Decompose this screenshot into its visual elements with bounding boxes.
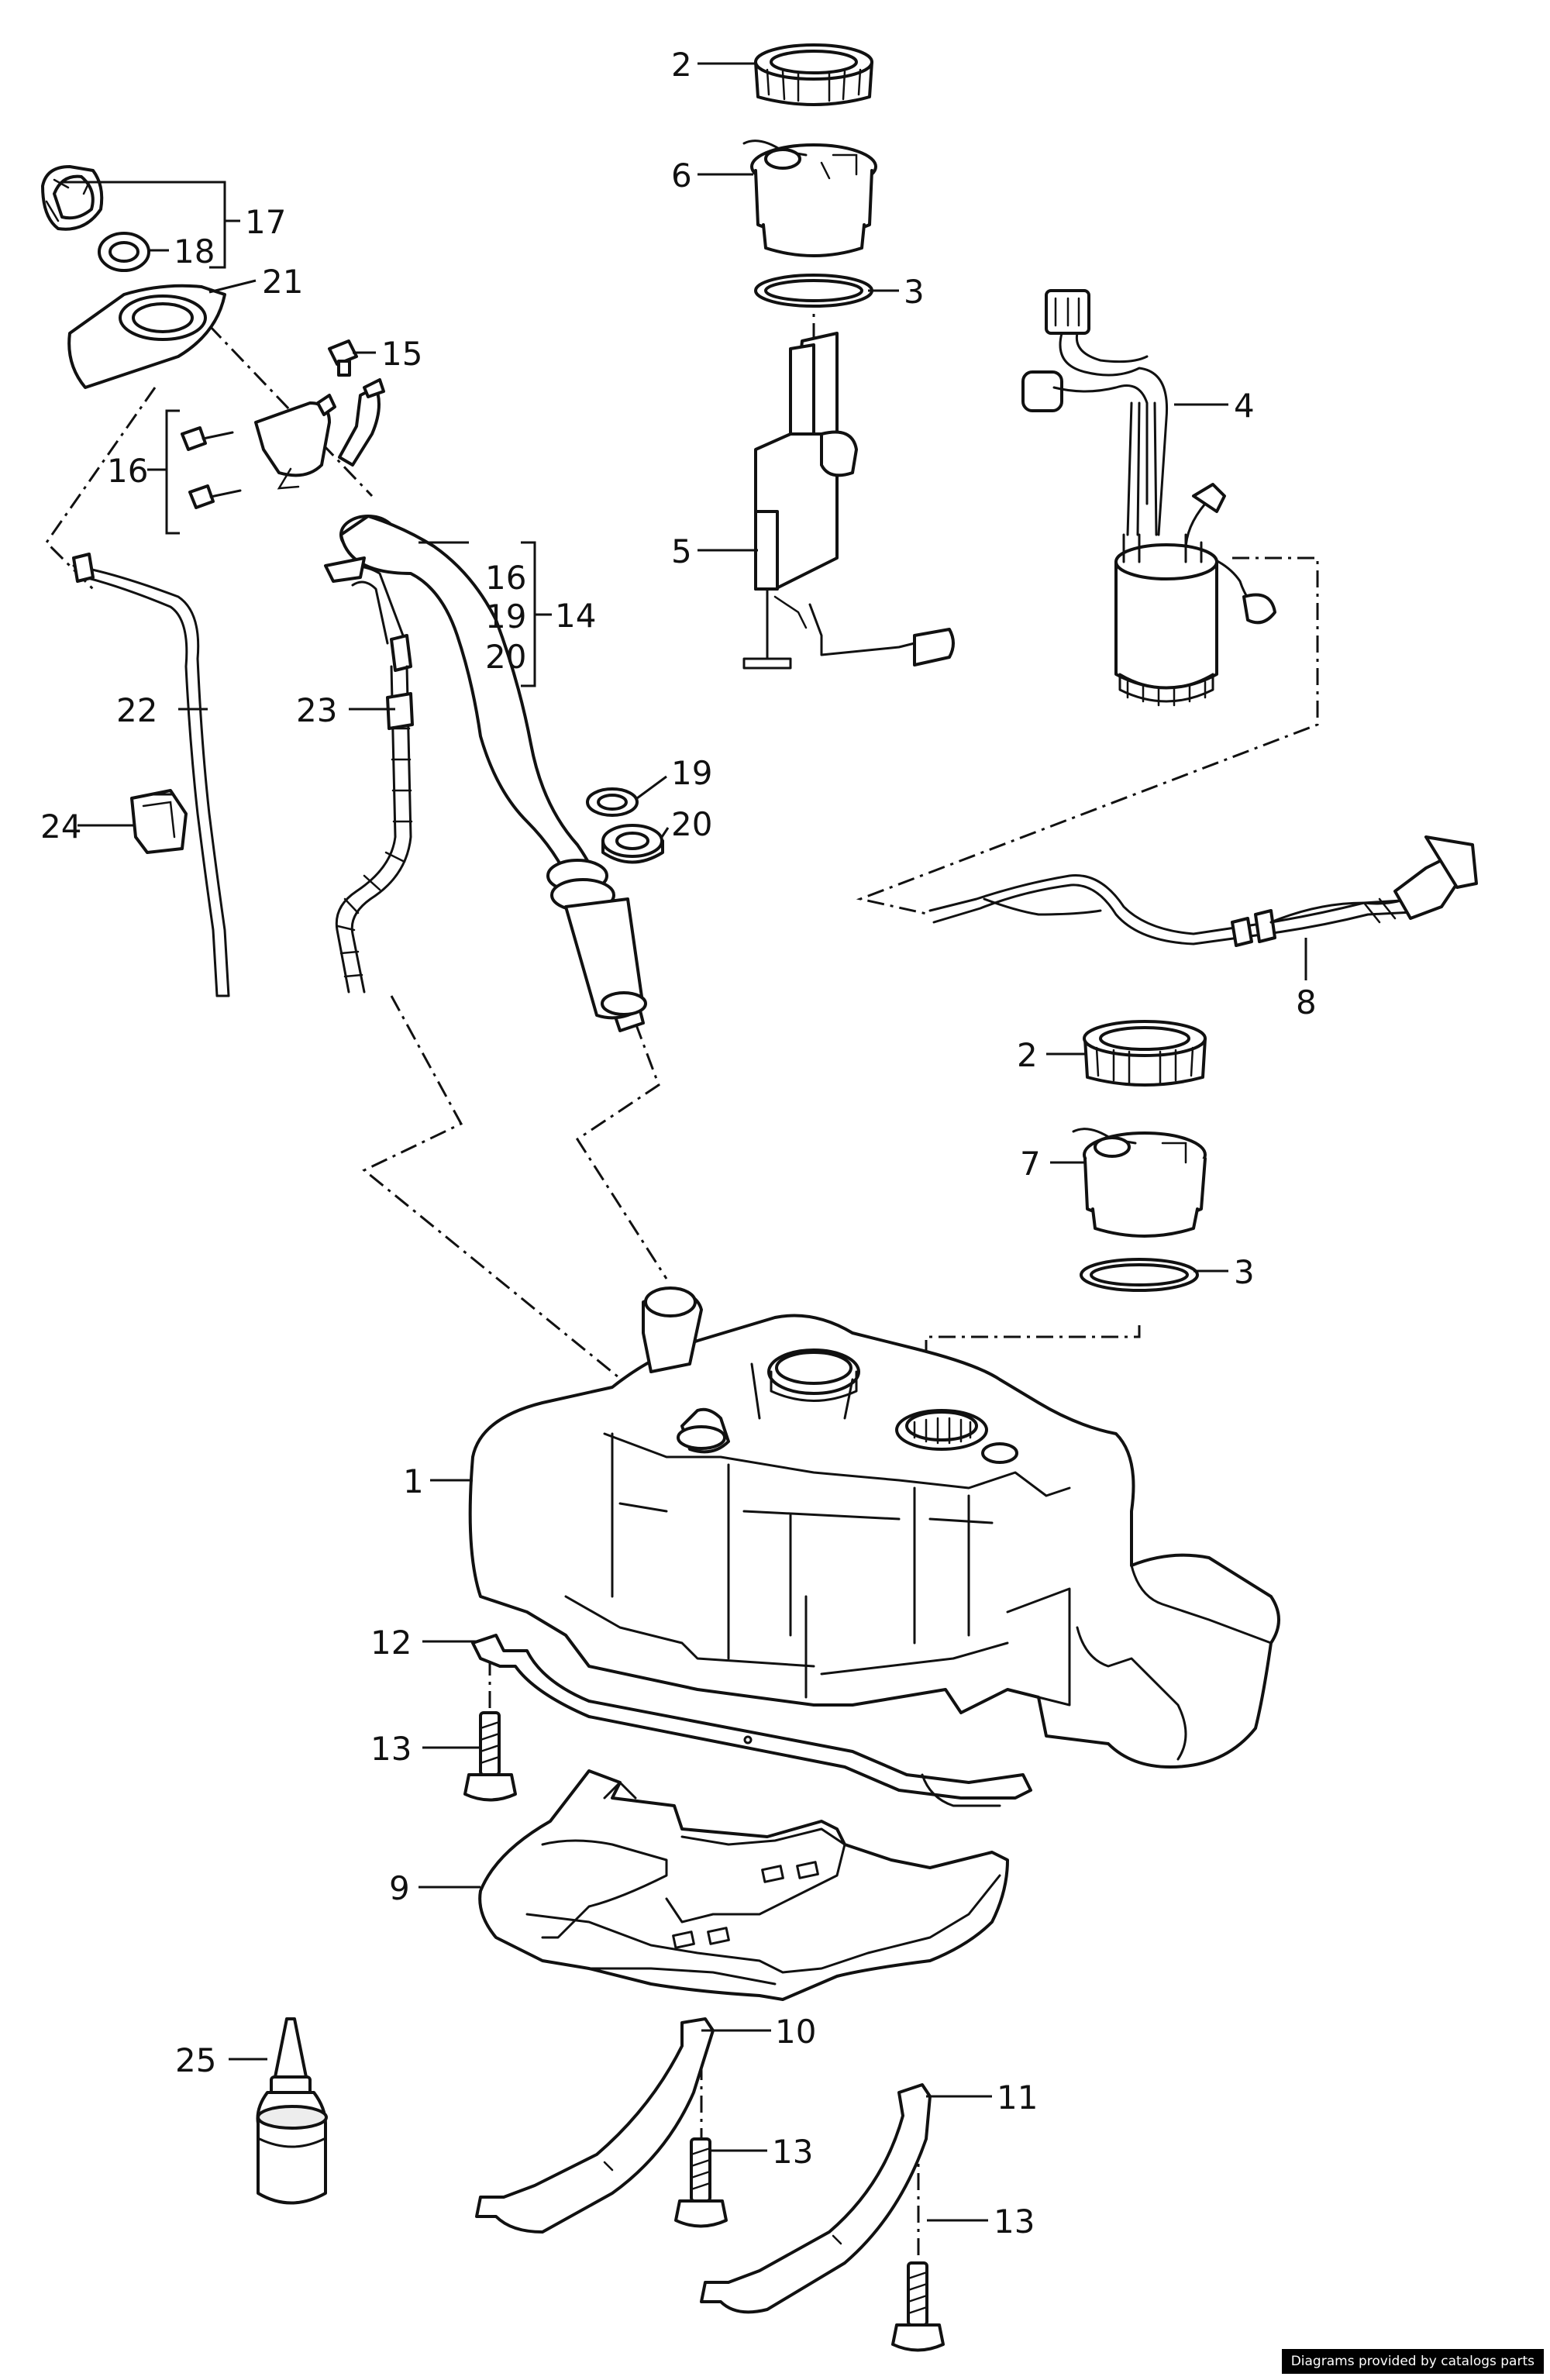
callout-10: 10: [775, 2013, 816, 2051]
fuel-line-assembly: [928, 835, 1478, 947]
corrugated-hose: [335, 665, 414, 994]
fuel-pump-assembly: [1021, 289, 1276, 707]
callout-5: 5: [671, 532, 692, 570]
bolt-right: [891, 2261, 945, 2352]
callout-6: 6: [671, 157, 692, 195]
callout-25: 25: [175, 2041, 216, 2079]
screw-15: [328, 339, 358, 377]
callout-7: 7: [1020, 1145, 1041, 1183]
filler-cap: [41, 165, 104, 231]
fuel-tank: [468, 1286, 1280, 1769]
hose-clip: [130, 789, 188, 854]
bolt-upper: [463, 1711, 517, 1802]
filler-housing: [67, 284, 226, 389]
callout-8: 8: [1296, 983, 1317, 1021]
callout-numbers: 2 6 3 4 5 8 2 7 3 1 12 13 9 10 11 13 13 …: [40, 46, 1317, 2241]
callout-4: 4: [1234, 387, 1255, 425]
bolt-middle: [674, 2137, 728, 2228]
callout-13: 13: [994, 2203, 1035, 2241]
callout-19: 19: [485, 598, 526, 635]
sender-flange-second: [1072, 1128, 1207, 1238]
callout-16: 16: [485, 559, 526, 597]
callout-13: 13: [772, 2133, 813, 2171]
callout-2: 2: [1017, 1036, 1038, 1074]
sealant-bottle: [256, 2017, 328, 2205]
ring-19: [586, 787, 639, 817]
assembly-dash-lines: [45, 291, 1319, 2278]
seal-ring-lower: [1080, 1258, 1199, 1292]
diagram-credit: Diagrams provided by catalogs parts: [1281, 2349, 1544, 2374]
filler-bracket: [181, 378, 385, 509]
callout-21: 21: [262, 263, 303, 301]
callout-20: 20: [485, 638, 526, 676]
callout-11: 11: [997, 2079, 1038, 2117]
callout-19: 19: [671, 754, 712, 792]
heat-shield: [478, 1769, 1009, 2001]
tank-strap-upper: [471, 1634, 1032, 1807]
callout-2: 2: [671, 46, 692, 84]
callout-18: 18: [174, 232, 215, 270]
callout-12: 12: [370, 1624, 412, 1662]
cap-seal: [98, 232, 150, 272]
callout-20: 20: [671, 805, 712, 843]
callout-24: 24: [40, 808, 81, 846]
callout-3: 3: [1234, 1253, 1255, 1291]
callout-3: 3: [904, 273, 925, 311]
seal-ring-top: [754, 274, 873, 308]
lock-ring-top: [754, 43, 873, 106]
callout-13: 13: [370, 1730, 412, 1768]
callout-9: 9: [389, 1869, 410, 1907]
tank-strap-right: [700, 2083, 932, 2314]
sender-flange: [742, 139, 877, 257]
callout-23: 23: [296, 691, 337, 729]
callout-17: 17: [245, 203, 286, 241]
callout-15: 15: [381, 335, 422, 373]
fuel-level-sender: [742, 332, 955, 670]
callout-14: 14: [555, 597, 596, 635]
filler-neck: [324, 515, 647, 1032]
lock-ring-lower: [1083, 1020, 1207, 1087]
callout-22: 22: [116, 691, 157, 729]
callout-leaders: [62, 62, 1307, 2222]
tank-strap-left: [475, 2017, 715, 2234]
grommet-20: [601, 824, 664, 864]
callout-1: 1: [403, 1462, 424, 1500]
callout-16: 16: [107, 452, 148, 490]
vent-hose: [72, 553, 230, 997]
